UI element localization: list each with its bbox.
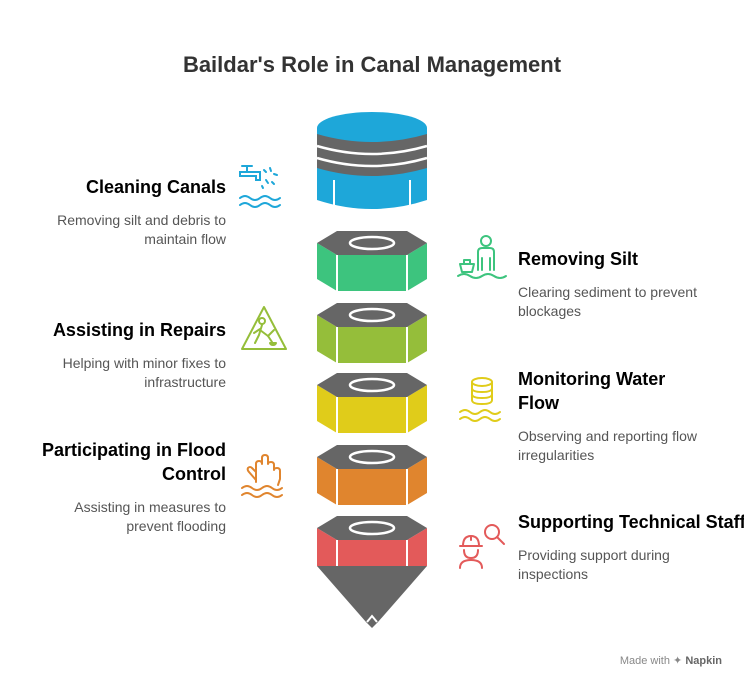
hex-nut-1-face-front <box>337 255 407 291</box>
item-title: Participating in Flood Control <box>42 440 226 484</box>
item-description: Providing support during inspections <box>518 547 670 582</box>
worker-in-water-icon <box>457 235 507 279</box>
item-removing-silt: Removing Silt Clearing sediment to preve… <box>518 247 744 321</box>
footer-prefix: Made with <box>619 655 670 667</box>
item-cleaning-canals: Cleaning Canals Removing silt and debris… <box>0 175 226 249</box>
item-description: Observing and reporting flow irregularit… <box>518 428 697 463</box>
top-cylinder-cap <box>317 112 427 144</box>
item-title: Supporting Technical Staff <box>518 512 744 532</box>
hex-nut-1-hole <box>348 235 396 251</box>
item-description: Removing silt and debris to maintain flo… <box>57 212 226 247</box>
hex-nut-5-hole <box>348 520 396 536</box>
hex-nut-4-hole <box>348 449 396 465</box>
hex-nut-3-face-left <box>317 385 337 433</box>
hex-nut-2-top <box>317 303 427 327</box>
inspector-search-icon <box>459 524 505 569</box>
item-assisting-repairs: Assisting in Repairs Helping with minor … <box>0 318 226 392</box>
hex-nut-3-hole <box>348 377 396 393</box>
hex-nut-3-face-right <box>407 385 427 433</box>
hex-nut-1-face-left <box>317 243 337 291</box>
hex-nut-2-face-right <box>407 315 427 363</box>
item-title: Cleaning Canals <box>85 177 226 197</box>
napkin-logo-icon: ✦ <box>673 655 683 667</box>
made-with-napkin: Made with ✦ Napkin <box>620 654 722 667</box>
top-cylinder-thread <box>316 144 428 156</box>
hex-nut-4-top <box>317 445 427 469</box>
water-tap-icon <box>239 165 281 208</box>
hex-nut-3-top <box>317 373 427 397</box>
item-monitoring-flow: Monitoring Water Flow Observing and repo… <box>518 367 744 465</box>
item-description: Assisting in measures to prevent floodin… <box>74 499 226 534</box>
item-description: Helping with minor fixes to infrastructu… <box>62 355 226 390</box>
page-title: Baildar's Role in Canal Management <box>182 52 562 77</box>
footer-brand: Napkin <box>685 655 722 667</box>
digging-worker-sign-icon <box>241 306 287 350</box>
item-title: Removing Silt <box>518 249 639 269</box>
item-supporting-staff: Supporting Technical Staff Providing sup… <box>518 510 744 584</box>
hex-nut-1-top <box>317 231 427 255</box>
hex-nut-2-hole <box>348 307 396 323</box>
hex-nut-4-face-left <box>317 457 337 505</box>
drill-tip <box>317 566 427 628</box>
hex-nut-2-face-front <box>337 327 407 363</box>
hex-nut-1-face-right <box>407 243 427 291</box>
hex-nut-5-face-right <box>407 528 427 578</box>
item-title: Monitoring Water Flow <box>518 369 666 413</box>
hex-nut-4-face-right <box>407 457 427 505</box>
item-description: Clearing sediment to prevent blockages <box>518 284 697 319</box>
item-flood-control: Participating in Flood Control Assisting… <box>0 438 226 536</box>
hex-nut-5-top <box>317 516 427 540</box>
hex-nut-5-face-left <box>317 528 337 578</box>
drowning-hand-icon <box>241 454 283 498</box>
water-level-icon <box>459 377 501 422</box>
top-cylinder-thread <box>316 156 428 168</box>
hex-nut-3-face-front <box>337 397 407 433</box>
hex-nut-2-face-left <box>317 315 337 363</box>
drill-tip-notch <box>366 614 378 623</box>
hex-nut-4-face-front <box>337 469 407 505</box>
item-title: Assisting in Repairs <box>52 320 226 340</box>
